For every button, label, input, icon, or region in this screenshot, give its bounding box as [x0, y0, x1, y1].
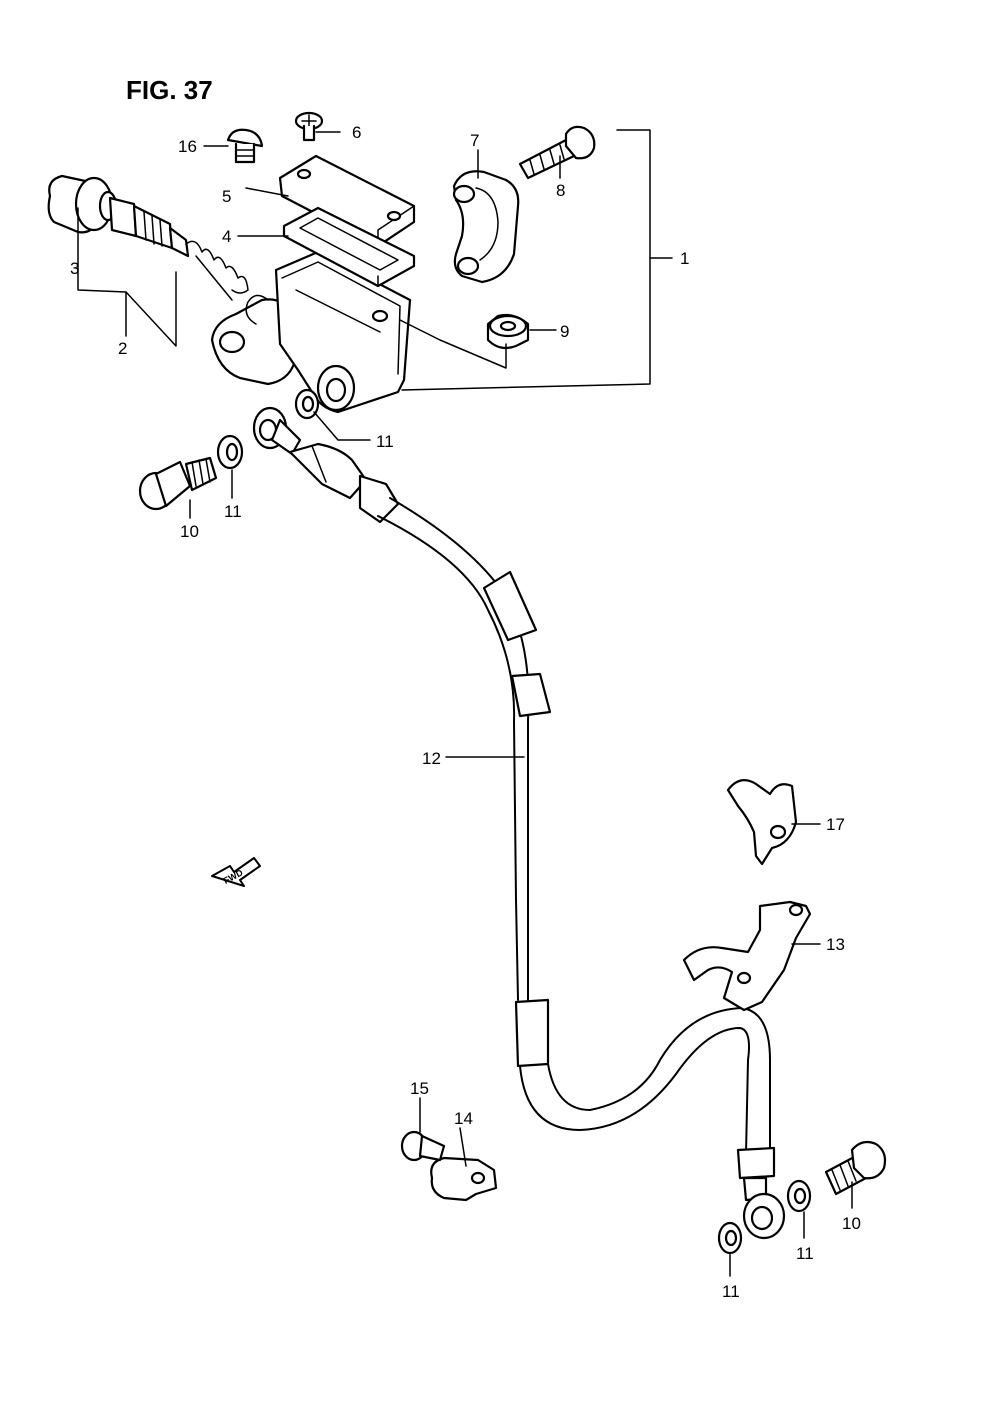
callout-13: 13 [826, 935, 845, 954]
clamp-bolt [400, 1130, 446, 1162]
callout-7: 7 [470, 131, 479, 150]
holder-bolt [518, 125, 596, 180]
union-bolt-upper [138, 456, 218, 511]
callout-8: 8 [556, 181, 565, 200]
callout-16: 16 [178, 137, 197, 156]
hose-clamp-upper [726, 779, 798, 866]
callout-12: 12 [422, 749, 441, 768]
callout-4: 4 [222, 227, 231, 246]
mounting-nut [486, 313, 530, 350]
callout-10-lower: 10 [842, 1214, 861, 1233]
callout-11-upper-right: 11 [376, 432, 394, 451]
piston-assembly [47, 174, 249, 301]
washer-upper-right [294, 388, 320, 420]
callout-11-upper-left: 11 [224, 502, 242, 521]
cap-screw [294, 111, 324, 142]
callout-3: 3 [70, 259, 79, 278]
callout-9: 9 [560, 322, 569, 341]
callout-10-upper: 10 [180, 522, 199, 541]
master-cylinder-body [210, 250, 412, 414]
leader-lines [189, 131, 853, 1277]
callout-11-lower-left: 11 [722, 1282, 740, 1301]
hose-bracket [682, 900, 812, 1012]
washer-upper-left [216, 434, 244, 470]
callout-2: 2 [118, 339, 127, 358]
bracket-1 [401, 129, 651, 391]
callout-1: 1 [680, 249, 689, 268]
figure-title: FIG. 37 [126, 75, 213, 105]
clamp-lower [430, 1156, 498, 1202]
washer-lower-right [786, 1179, 812, 1213]
fwd-arrow-icon: FWD [211, 857, 261, 887]
callout-6: 6 [352, 123, 361, 142]
callout-17: 17 [826, 815, 845, 834]
callout-15: 15 [410, 1079, 429, 1098]
callout-labels: 1 2 3 4 5 6 7 8 9 10 10 11 11 11 11 12 1… [70, 123, 861, 1301]
rubber-cap [226, 128, 264, 164]
union-bolt-lower [824, 1140, 887, 1196]
washer-lower-left [717, 1221, 743, 1255]
handlebar-holder [452, 170, 520, 284]
callout-14: 14 [454, 1109, 473, 1128]
callout-5: 5 [222, 187, 231, 206]
callout-11-lower-right: 11 [796, 1244, 814, 1263]
brake-hose [252, 406, 786, 1240]
